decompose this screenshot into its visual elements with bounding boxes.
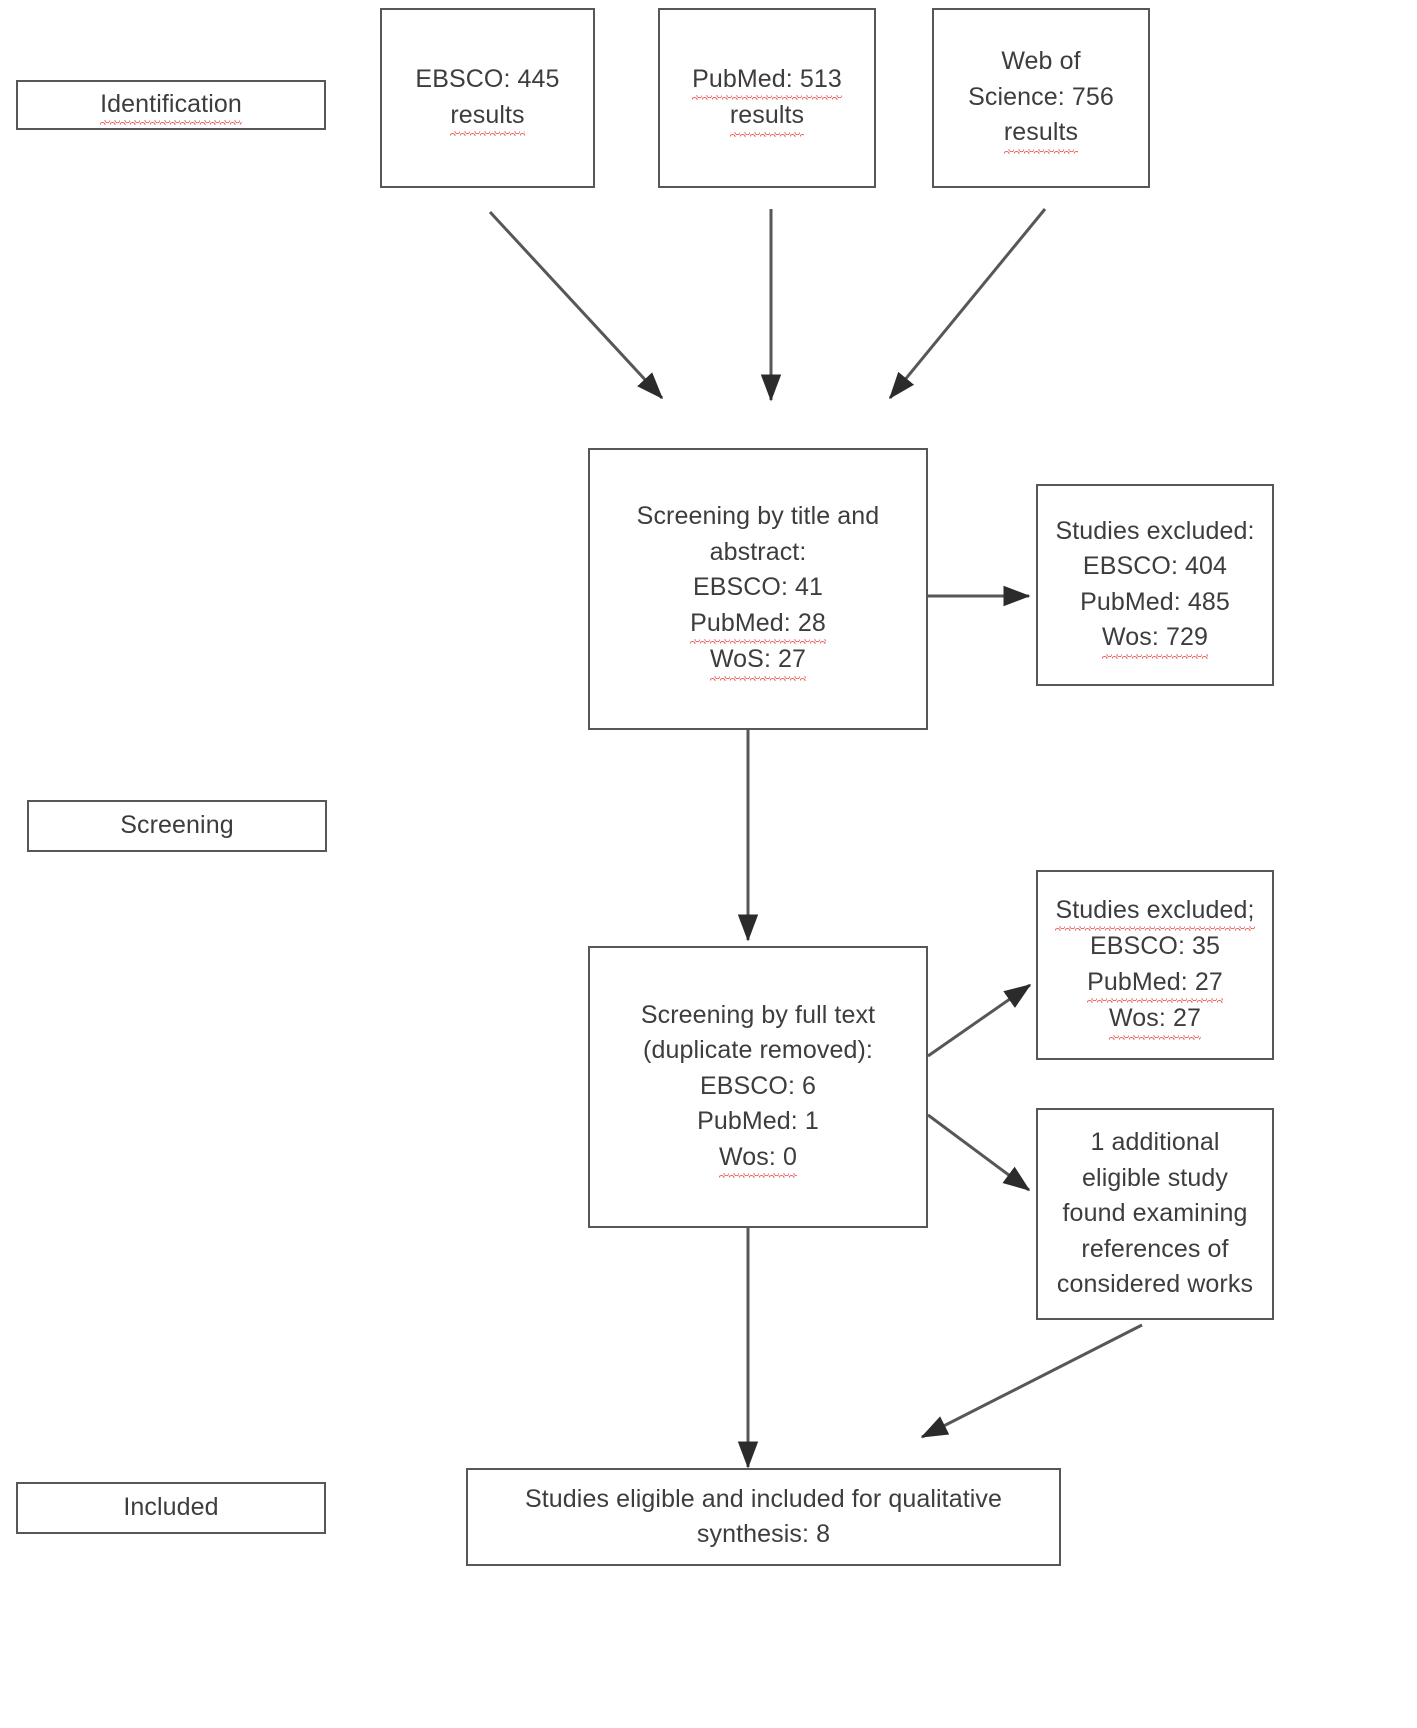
stage-label-screening: Screening <box>27 800 327 852</box>
additional-study-line-2: eligible study <box>1082 1163 1228 1192</box>
excluded-ft-line-4: Wos: 27 <box>1109 1001 1201 1039</box>
stage-label-included: Included <box>16 1482 326 1534</box>
stage-label-identification-text: Identification <box>100 87 242 125</box>
stage-label-screening-text: Screening <box>120 811 234 840</box>
screening-ft-line-4: PubMed: 1 <box>697 1107 819 1136</box>
excluded-ta-line-4: Wos: 729 <box>1102 620 1208 658</box>
source-wos-line-2: Science: 756 <box>968 82 1114 111</box>
stage-label-identification: Identification <box>16 80 326 130</box>
screening-ft-line-1: Screening by full text <box>640 1000 876 1029</box>
screening-ft-line-2: (duplicate removed): <box>643 1036 873 1065</box>
arrow-fulltext-to-excluded-2 <box>927 983 1032 1058</box>
excluded-title-abstract-box: Studies excluded: EBSCO: 404 PubMed: 485… <box>1036 484 1274 686</box>
source-ebsco-line-2: results <box>450 98 526 136</box>
source-box-ebsco: EBSCO: 445 results <box>380 8 595 188</box>
included-result-line-2: synthesis: 8 <box>696 1520 831 1548</box>
source-box-pubmed: PubMed: 513 results <box>658 8 876 188</box>
source-ebsco-line-1: EBSCO: 445 <box>415 65 560 93</box>
stage-label-included-text: Included <box>123 1493 219 1522</box>
additional-study-line-1: 1 additional <box>1090 1128 1220 1157</box>
excluded-ta-line-2: EBSCO: 404 <box>1082 552 1228 580</box>
source-pubmed-line-1: PubMed: 513 <box>692 62 842 100</box>
arrow-wos-to-screening <box>888 208 1047 400</box>
excluded-ft-line-3: PubMed: 27 <box>1087 965 1223 1003</box>
source-pubmed-line-2: results <box>729 98 805 136</box>
arrow-fulltext-to-additional <box>927 1113 1031 1192</box>
additional-study-line-3: found examining <box>1062 1199 1248 1228</box>
screening-ta-line-5: WoS: 27 <box>709 642 807 681</box>
source-wos-line-1: Web of <box>1001 47 1081 76</box>
excluded-ta-line-1: Studies excluded: <box>1055 516 1255 545</box>
screening-full-text-box: Screening by full text (duplicate remove… <box>588 946 928 1228</box>
excluded-ft-line-2: EBSCO: 35 <box>1089 932 1221 960</box>
screening-ta-line-3: EBSCO: 41 <box>692 573 824 602</box>
included-result-box: Studies eligible and included for qualit… <box>466 1468 1061 1566</box>
source-wos-line-3: results <box>1003 115 1079 154</box>
excluded-ft-line-1: Studies excluded; <box>1055 893 1255 931</box>
screening-ta-line-2: abstract: <box>709 537 807 566</box>
source-box-web-of-science: Web of Science: 756 results <box>932 8 1150 188</box>
arrow-additional-to-included <box>920 1323 1143 1439</box>
arrow-ebsco-to-screening <box>488 210 664 400</box>
additional-study-line-5: considered works <box>1056 1270 1254 1299</box>
included-result-line-1: Studies eligible and included for qualit… <box>524 1484 1003 1513</box>
screening-ta-line-1: Screening by title and <box>636 502 880 531</box>
additional-study-line-4: references of <box>1081 1234 1229 1263</box>
screening-ft-line-3: EBSCO: 6 <box>699 1071 817 1100</box>
excluded-ta-line-3: PubMed: 485 <box>1080 587 1230 616</box>
excluded-full-text-box: Studies excluded; EBSCO: 35 PubMed: 27 W… <box>1036 870 1274 1060</box>
screening-ta-line-4: PubMed: 28 <box>690 606 826 644</box>
screening-ft-line-5: Wos: 0 <box>719 1140 797 1178</box>
additional-study-box: 1 additional eligible study found examin… <box>1036 1108 1274 1320</box>
screening-title-abstract-box: Screening by title and abstract: EBSCO: … <box>588 448 928 730</box>
